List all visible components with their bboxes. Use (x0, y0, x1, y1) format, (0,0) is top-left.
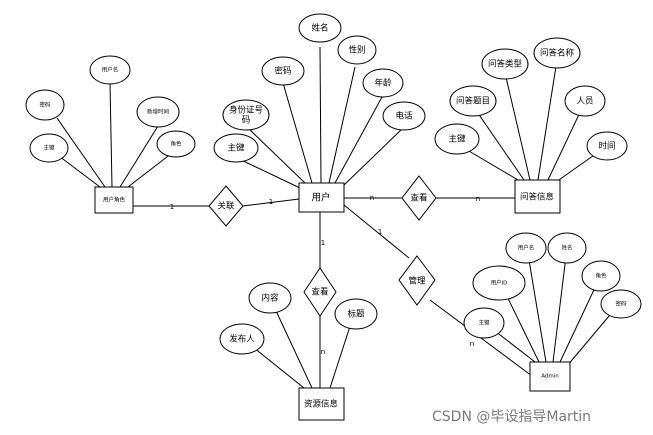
attr-user-pk (213, 133, 259, 163)
attr-qa-type-label: 问答类型 (488, 59, 523, 70)
attr-res-publisher-label: 发布人 (229, 334, 255, 345)
attr-user-age-label: 年龄 (374, 78, 392, 89)
attr-qa-title-name (533, 37, 581, 69)
entity-admin (529, 361, 571, 392)
attr-user-pk-label: 主键 (227, 143, 245, 154)
resource-group: 发布人 内容 标题 资源信息 (219, 282, 378, 421)
attr-role-password-label: 密码 (39, 101, 51, 109)
attr-qa-title-name-label: 问答名称 (540, 48, 575, 59)
rel-associate-label: 关联 (217, 201, 235, 212)
rel-view-qa (401, 175, 437, 221)
connectors (54, 46, 621, 389)
attr-admin-username-label: 用户名 (518, 244, 535, 252)
attr-admin-role (581, 260, 621, 292)
attr-admin-role-label: 角色 (595, 272, 607, 280)
attr-qa-pk-label: 主键 (448, 134, 466, 145)
rel-view-resource (303, 267, 337, 317)
attr-role-role (156, 130, 196, 158)
attr-role-username-label: 用户名 (102, 66, 119, 74)
attr-user-name-label: 姓名 (311, 23, 328, 34)
rel-manage (398, 255, 436, 306)
card-manage-admin: n (470, 340, 474, 348)
attr-admin-password-label: 密码 (615, 300, 627, 308)
attr-qa-type (481, 48, 529, 80)
cardinality-labels: 1 1 n n 1 n 1 n (170, 194, 480, 356)
entity-admin-label: Admin (541, 374, 559, 380)
card-qa-entity: n (476, 195, 480, 203)
attr-qa-question (449, 85, 497, 117)
attr-admin-pk (463, 307, 505, 339)
entity-user-role-label: 用户角色 (103, 196, 126, 204)
rel-associate (208, 185, 244, 227)
attr-admin-name-label: 姓名 (561, 244, 572, 252)
card-role-left: 1 (170, 203, 174, 211)
attr-qa-question-label: 问答题目 (456, 96, 490, 107)
attr-role-password (25, 89, 65, 121)
card-manage-user: 1 (378, 228, 382, 236)
attr-res-title-label: 标题 (347, 309, 365, 320)
attr-admin-username (505, 232, 547, 264)
attr-user-phone (382, 101, 426, 131)
attr-user-id-number (222, 99, 270, 131)
attr-user-id-number-line2: 码 (242, 116, 251, 126)
card-res-entity: n (321, 348, 325, 356)
attr-res-content (248, 282, 292, 314)
attr-user-gender-label: 性别 (348, 45, 365, 56)
watermark-text: CSDN @毕设指导Martin (432, 409, 591, 425)
entity-user-label: 用户 (311, 192, 330, 204)
attr-admin-pk-label: 主键 (478, 319, 490, 327)
attr-qa-time-label: 时间 (598, 141, 615, 152)
rel-view-resource-label: 查看 (311, 287, 328, 298)
card-qa-user: n (370, 194, 374, 202)
attr-res-title (334, 298, 378, 330)
attr-user-password (261, 56, 305, 86)
attr-role-created-time (136, 96, 180, 128)
attr-user-password-label: 密码 (274, 66, 291, 77)
attr-qa-pk (434, 123, 480, 155)
attr-role-username (89, 55, 131, 85)
attr-user-phone-label: 电话 (395, 111, 413, 122)
attr-user-gender (337, 35, 377, 65)
attr-user-age (362, 68, 404, 98)
card-res-user: 1 (321, 239, 325, 247)
attr-admin-user-id (472, 265, 526, 301)
rel-manage-label: 管理 (408, 276, 426, 287)
qa-group: 主键 问答题目 问答类型 问答名称 人员 时间 问答信息 (434, 37, 628, 214)
user-role-group: 主键 密码 用户名 新增时间 角色 用户角色 (25, 55, 196, 214)
rel-view-qa-label: 查看 (410, 193, 427, 204)
attr-role-created-time-label: 新增时间 (147, 108, 169, 116)
entity-qa-info-label: 问答信息 (520, 192, 555, 203)
entity-resource-info-label: 资源信息 (304, 399, 339, 410)
attr-admin-name (547, 232, 587, 264)
attr-user-id-number-line1: 身份证号 (229, 105, 263, 116)
entity-user (298, 182, 345, 213)
entity-qa-info (514, 179, 561, 214)
attr-qa-time (586, 131, 628, 161)
attr-qa-person-label: 人员 (576, 97, 593, 107)
attr-admin-password (600, 289, 642, 319)
attr-role-pk (29, 133, 69, 163)
attr-role-role-label: 角色 (170, 140, 182, 148)
attr-res-content-label: 内容 (261, 293, 279, 304)
admin-group: 主键 用户ID 用户名 姓名 角色 密码 Admin (463, 232, 642, 392)
attr-user-name (298, 13, 342, 43)
user-group: 主键 身份证号 码 密码 姓名 性别 年龄 电话 用户 (213, 13, 426, 213)
entity-user-role (94, 186, 134, 214)
entity-resource-info (298, 387, 345, 421)
attr-qa-person (564, 85, 606, 117)
attr-res-publisher (219, 323, 265, 355)
attr-admin-user-id-label: 用户ID (491, 279, 508, 287)
attr-role-pk-label: 主键 (43, 144, 55, 152)
card-role-right: 1 (269, 198, 273, 206)
